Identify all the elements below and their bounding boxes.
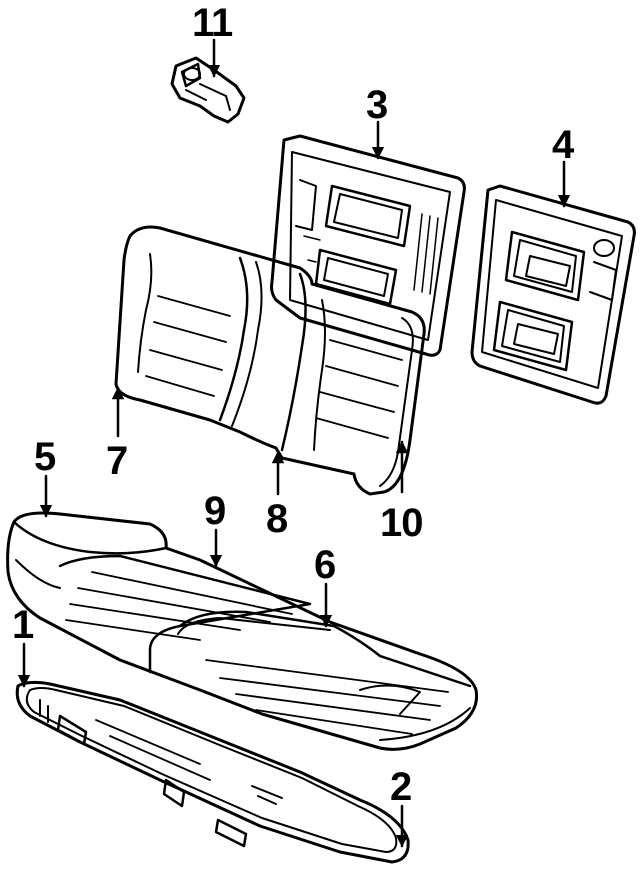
callout-1: 1 — [12, 603, 34, 647]
callout-2: 2 — [390, 765, 411, 809]
seat-back-frame-left — [270, 134, 466, 357]
callout-8: 8 — [266, 497, 288, 541]
callout-5: 5 — [34, 435, 56, 479]
callout-9: 9 — [204, 489, 225, 533]
seat-back-cushion — [114, 225, 426, 496]
callout-7: 7 — [106, 439, 127, 483]
callout-4: 4 — [552, 123, 575, 167]
seat-back-frame-right — [470, 184, 636, 405]
callout-10: 10 — [380, 501, 423, 545]
callout-3: 3 — [366, 83, 387, 127]
seat-cushion — [6, 511, 479, 751]
callout-11: 11 — [192, 1, 233, 45]
callout-6: 6 — [314, 543, 335, 587]
bracket-part — [170, 56, 246, 124]
leader-lines — [17, 38, 571, 848]
